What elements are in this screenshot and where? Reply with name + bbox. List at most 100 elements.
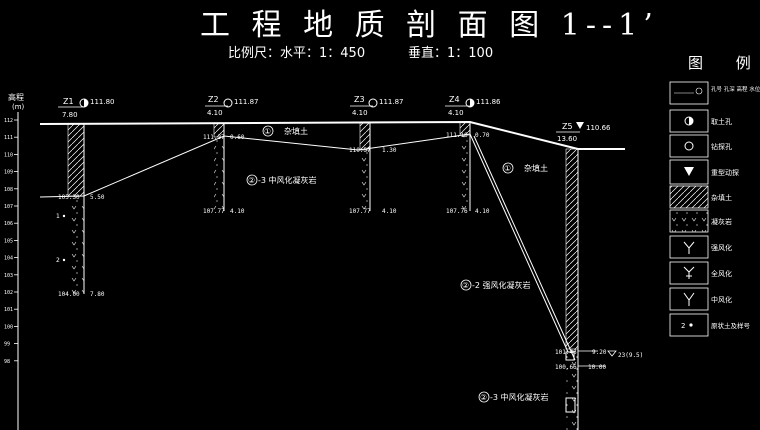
svg-text:4.10: 4.10 <box>448 109 464 117</box>
svg-text:凝灰岩: 凝灰岩 <box>711 217 732 226</box>
svg-text:100.66: 100.66 <box>555 364 577 371</box>
svg-text:111.87: 111.87 <box>234 98 259 106</box>
svg-text:取土孔: 取土孔 <box>711 117 732 126</box>
axis-tick-label: 108 <box>4 187 13 193</box>
svg-text:105.30: 105.30 <box>58 194 80 201</box>
borehole-id: Z1 <box>63 97 74 106</box>
layer-label-tuff-2: ② -2 强风化凝灰岩 <box>460 279 531 291</box>
dynamic-penetration-icon <box>684 167 694 176</box>
drill-hole-icon <box>684 141 694 151</box>
fill-soil-hatch-icon <box>669 185 709 209</box>
svg-text:101.46: 101.46 <box>555 349 577 356</box>
svg-text:111.16: 111.16 <box>446 132 468 139</box>
sample-number-icon: 2 <box>681 322 685 330</box>
layer-label-tuff-3b: ② -3 中风化凝灰岩 <box>478 391 549 403</box>
borehole-depth: 7.80 <box>62 111 78 119</box>
axis-tick-label: 98 <box>4 359 10 365</box>
water-level-icon <box>607 350 617 357</box>
svg-text:1.30: 1.30 <box>382 147 397 154</box>
drill-hole-icon <box>368 98 378 108</box>
axis-unit: (m) <box>12 103 25 111</box>
drawing-title: 工 程 地 质 剖 面 图 1--1’ <box>200 8 659 43</box>
axis-tick-label: 104 <box>4 256 13 262</box>
svg-text:104.00: 104.00 <box>58 291 80 298</box>
ground-surface-line <box>39 120 625 150</box>
svg-text:4.10: 4.10 <box>352 109 368 117</box>
svg-text:0.60: 0.60 <box>230 134 245 141</box>
borehole-z4: Z4 4.10 111.86 111.16 0.70 107.76 4.10 <box>445 95 501 215</box>
legend-item-drill-hole: 钻探孔 <box>669 134 732 158</box>
sample-number: 2 <box>56 257 60 264</box>
vertical-scale: 垂直：1：100 <box>408 46 494 61</box>
legend-title: 图 例 <box>688 54 760 72</box>
horizontal-scale: 比例尺：水平：1：450 <box>228 46 366 61</box>
svg-text:②: ② <box>462 281 469 290</box>
dynamic-penetration-icon <box>576 122 584 129</box>
water-level-label: 23(9.5) <box>618 352 643 359</box>
elevation-axis: 高程 (m) 112111110109108107106105104103102… <box>4 92 25 430</box>
svg-text:Z5: Z5 <box>562 122 573 131</box>
layer-boundary-2 <box>469 133 569 353</box>
legend-item-strong-weathered: 强风化 <box>669 235 732 259</box>
svg-text:Z2: Z2 <box>208 95 219 104</box>
axis-tick-label: 106 <box>4 221 13 227</box>
svg-text:111.87: 111.87 <box>379 98 404 106</box>
axis-tick-label: 110 <box>4 152 13 158</box>
svg-text:全风化: 全风化 <box>711 269 732 278</box>
svg-text:强风化: 强风化 <box>711 243 732 252</box>
layer-label-tuff-3a: ② -3 中风化凝灰岩 <box>246 174 317 186</box>
legend: 孔号 孔深 高程 水位 取土孔 钻探孔 重型动探 杂填土 凝灰岩 <box>669 81 760 337</box>
axis-tick-label: 99 <box>4 342 10 348</box>
svg-text:5.50: 5.50 <box>90 194 105 201</box>
legend-item-soil-sampling: 取土孔 <box>669 109 732 133</box>
svg-text:7.80: 7.80 <box>90 291 105 298</box>
svg-text:107.76: 107.76 <box>446 208 468 215</box>
axis-tick-label: 109 <box>4 170 13 176</box>
svg-text:0.70: 0.70 <box>475 132 490 139</box>
axis-tick-label: 107 <box>4 204 13 210</box>
svg-text:原状土及样号: 原状土及样号 <box>711 321 751 330</box>
borehole-header-icon <box>695 87 703 95</box>
legend-item-moderate-weathered: 中风化 <box>669 287 732 311</box>
legend-item-tuff: 凝灰岩 <box>669 209 732 233</box>
axis-tick-label: 100 <box>4 324 13 330</box>
fully-weathered-icon <box>683 266 695 279</box>
legend-item-fill-soil: 杂填土 <box>669 185 732 209</box>
svg-text:4.10: 4.10 <box>230 208 245 215</box>
legend-item-borehole-header: 孔号 孔深 高程 水位 <box>669 81 760 105</box>
axis-tick-label: 101 <box>4 307 13 313</box>
svg-text:②: ② <box>480 393 487 402</box>
svg-text:10.00: 10.00 <box>588 364 606 371</box>
svg-text:①: ① <box>504 164 511 173</box>
svg-text:杂填土: 杂填土 <box>284 126 308 136</box>
tuff-pattern-icon <box>669 209 709 233</box>
layer-label-fill-1: ① 杂填土 <box>262 125 308 137</box>
layer-boundary-1 <box>39 133 471 198</box>
svg-text:Z3: Z3 <box>354 95 365 104</box>
svg-text:Z4: Z4 <box>449 95 460 104</box>
svg-text:4.10: 4.10 <box>207 109 223 117</box>
axis-tick-label: 105 <box>4 238 13 244</box>
svg-text:110.57: 110.57 <box>349 147 371 154</box>
svg-text:4.10: 4.10 <box>475 208 490 215</box>
svg-text:孔号 孔深 高程 水位: 孔号 孔深 高程 水位 <box>711 85 760 93</box>
svg-text:9.20: 9.20 <box>592 349 607 356</box>
svg-text:钻探孔: 钻探孔 <box>711 142 732 151</box>
moderate-weathered-icon <box>683 292 695 306</box>
tuff-column <box>68 196 84 294</box>
axis-tick-label: 103 <box>4 273 13 279</box>
svg-text:111.86: 111.86 <box>476 98 501 106</box>
svg-text:110.66: 110.66 <box>586 124 611 132</box>
legend-item-sample-number: 2 原状土及样号 <box>669 313 751 337</box>
svg-text:111.27: 111.27 <box>203 134 225 141</box>
borehole-elevation: 111.80 <box>90 98 115 106</box>
svg-text:-3 中风化凝灰岩: -3 中风化凝灰岩 <box>258 175 317 185</box>
borehole-z3: Z3 4.10 111.87 110.57 1.30 107.77 4.10 <box>349 95 404 215</box>
layer-boundary-3 <box>473 135 576 361</box>
axis-tick-label: 112 <box>4 118 13 124</box>
axis-label: 高程 <box>8 92 24 102</box>
svg-text:杂填土: 杂填土 <box>711 193 732 202</box>
borehole-z5: Z5 13.60 110.66 101.46 9.20 100.66 10.00… <box>555 122 643 430</box>
svg-text:4.10: 4.10 <box>382 208 397 215</box>
